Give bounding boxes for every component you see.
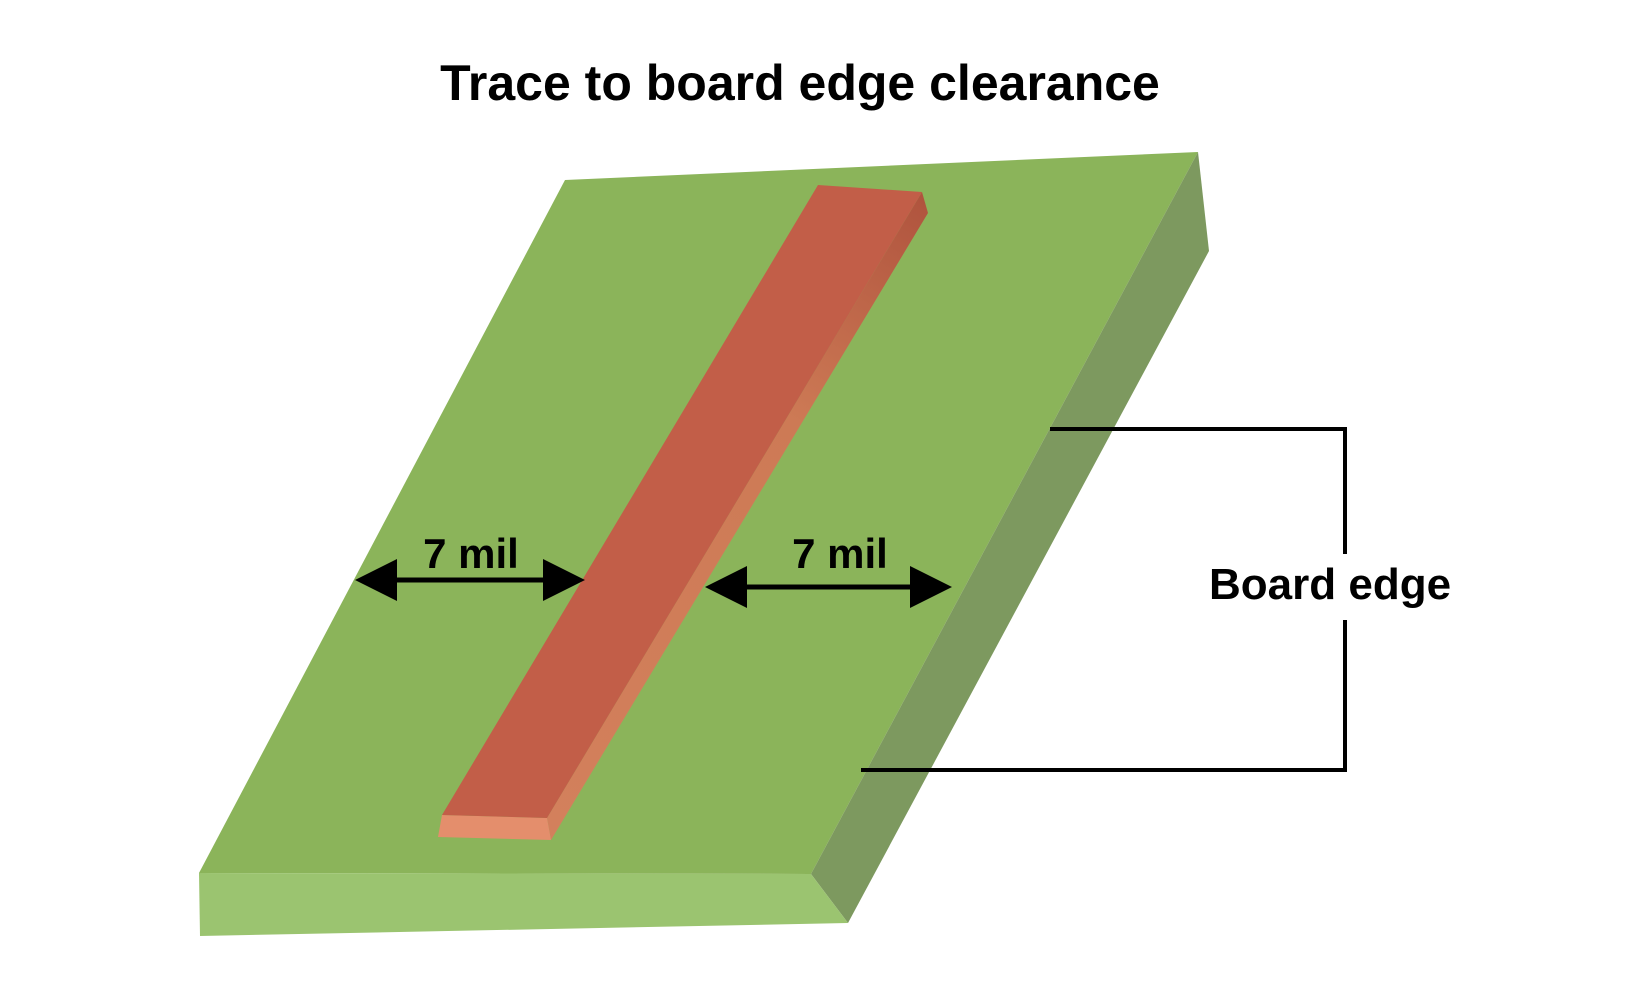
left-clearance-arrow [355, 559, 585, 601]
board-right-side-face [811, 152, 1209, 923]
board-edge-bracket [861, 427, 1347, 772]
trace-top-face [442, 185, 922, 818]
copper-trace [438, 185, 928, 840]
right-arrowhead-right-icon [910, 566, 952, 608]
board-edge-label: Board edge [1209, 560, 1452, 609]
right-clearance-value: 7 mil [792, 530, 888, 577]
board-front-face [199, 873, 848, 936]
trace-end-face [438, 815, 551, 840]
left-arrowhead-right-icon [543, 559, 585, 601]
trace-right-side-face [547, 192, 928, 840]
left-clearance-value: 7 mil [423, 530, 519, 577]
page-title: Trace to board edge clearance [440, 55, 1160, 111]
right-arrowhead-left-icon [705, 566, 747, 608]
left-arrowhead-left-icon [355, 559, 397, 601]
right-clearance-arrow [705, 566, 952, 608]
